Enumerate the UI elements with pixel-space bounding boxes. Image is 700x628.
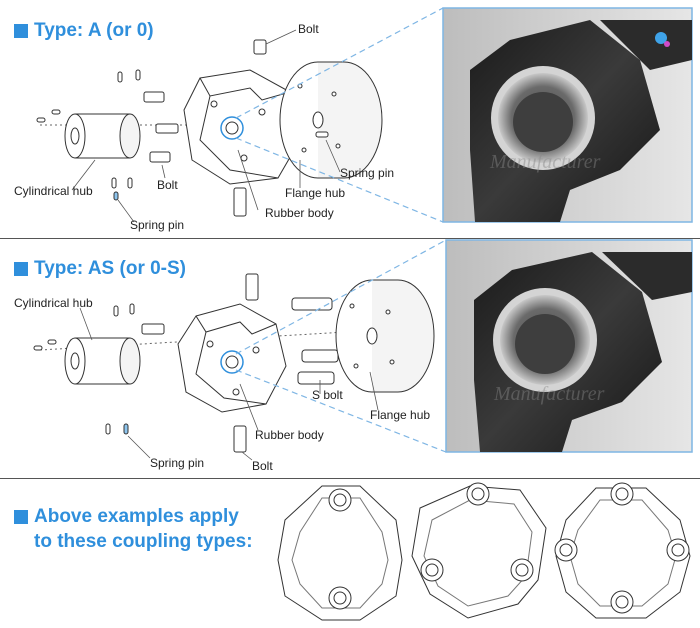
- label-flange-hub-as: Flange hub: [370, 408, 431, 422]
- section-as-diagram: [33, 239, 447, 461]
- label-spring-pin-right-a: Spring pin: [340, 166, 395, 180]
- rubber-body-a: [183, 69, 301, 185]
- label-bolt-as: Bolt: [252, 459, 273, 473]
- applies-heading: Above examples apply to these coupling t…: [14, 504, 253, 554]
- coupling-type-four-bolt: [554, 482, 691, 619]
- cylindrical-hub-a: [64, 113, 141, 159]
- label-bolt-lower-a: Bolt: [157, 178, 178, 192]
- coupling-type-two-bolt: [277, 485, 403, 621]
- cylindrical-hub-as: [64, 337, 141, 385]
- leaders-a: [71, 29, 341, 223]
- label-cylindrical-hub-as: Cylindrical hub: [14, 296, 93, 310]
- spring-pins-as: [33, 303, 135, 435]
- rubber-body-as: [177, 303, 287, 413]
- applies-line-2: to these coupling types:: [34, 531, 253, 552]
- heading-square-icon: [14, 24, 28, 38]
- photo-watermark-a: Manufacturer: [489, 151, 601, 173]
- spring-pins-a: [36, 69, 141, 201]
- heading-type-a: Type: A (or 0): [14, 20, 154, 42]
- label-spring-pin-lower-a: Spring pin: [130, 218, 185, 232]
- bolts-a: [143, 39, 267, 217]
- heading-square-icon: [14, 262, 28, 276]
- heading-type-as-text: Type: AS (or 0-S): [34, 258, 187, 279]
- projection-lines-a: [235, 7, 444, 223]
- label-rubber-body-a: Rubber body: [265, 206, 334, 220]
- bolts-as: [141, 273, 259, 453]
- heading-type-a-text: Type: A (or 0): [34, 20, 154, 41]
- pink-dot-marker: [664, 41, 670, 47]
- photo-watermark-as: Manufacturer: [493, 383, 605, 405]
- label-s-bolt-as: S bolt: [312, 388, 343, 402]
- label-flange-hub-a: Flange hub: [285, 186, 346, 200]
- label-bolt-top-a: Bolt: [298, 22, 319, 36]
- flange-hub-as: [335, 279, 435, 393]
- leaders-as: [79, 307, 379, 461]
- section-a-diagram: [36, 7, 444, 223]
- section-divider-1: [0, 238, 700, 239]
- heading-type-as: Type: AS (or 0-S): [14, 258, 186, 280]
- product-photo-as: [445, 239, 693, 453]
- label-cylindrical-hub-a: Cylindrical hub: [14, 184, 93, 198]
- applies-line-1: Above examples apply: [34, 506, 239, 527]
- coupling-type-three-bolt: [411, 482, 547, 619]
- blue-dot-marker: [655, 32, 667, 44]
- flange-hub-a: [279, 61, 383, 179]
- label-spring-pin-as: Spring pin: [150, 456, 205, 470]
- s-bolts-as: [291, 297, 339, 385]
- product-photo-a: [442, 7, 693, 223]
- label-rubber-body-as: Rubber body: [255, 428, 324, 442]
- projection-lines-as: [235, 239, 447, 453]
- heading-square-icon: [14, 509, 28, 524]
- section-divider-2: [0, 478, 700, 479]
